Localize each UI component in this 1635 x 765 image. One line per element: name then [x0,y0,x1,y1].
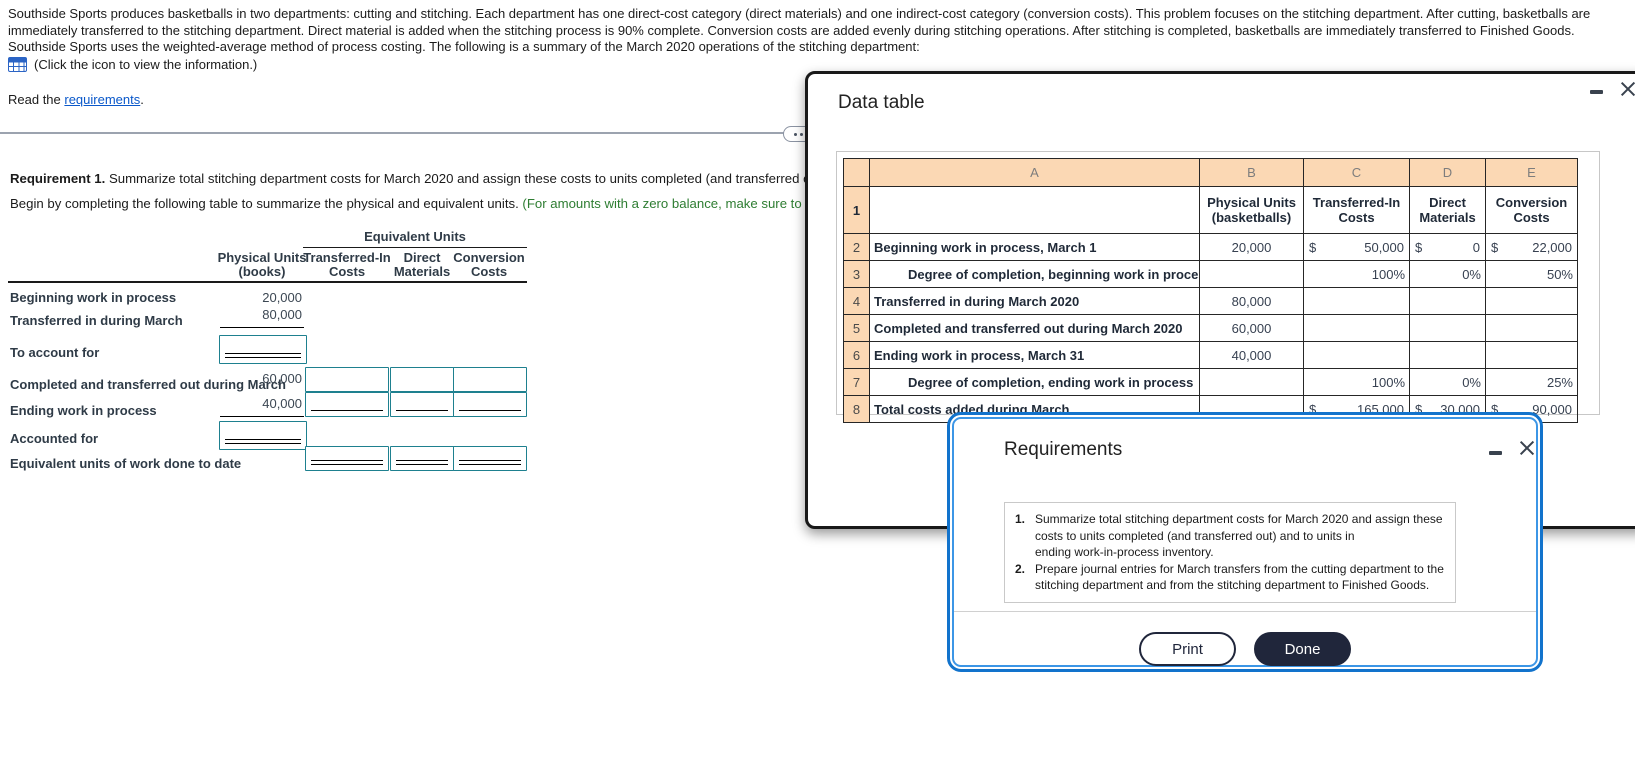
equivalent-direct-materials-input[interactable] [390,446,454,471]
requirements-link[interactable]: requirements [64,92,141,107]
minimize-icon[interactable] [1488,445,1504,461]
row-label-equivalent-units-to-date: Equivalent units of work done to date [10,456,242,471]
completed-conversion-costs-input[interactable] [453,367,527,392]
ending-transferred-in-input[interactable] [305,392,389,417]
window-title: Data table [838,92,925,113]
done-button[interactable]: Done [1254,632,1351,666]
table-row: 6 Ending work in process, March 31 40,00… [843,341,1578,369]
row-label-beginning-wip: Beginning work in process [10,290,177,305]
requirements-window: Requirements 1. Summarize total stitchin… [947,412,1543,672]
read-requirements-row: Read the requirements. [8,92,144,107]
equivalent-transferred-in-input[interactable] [305,446,389,471]
table-row: 2 Beginning work in process, March 1 20,… [843,233,1578,261]
table-row: 5 Completed and transferred out during M… [843,314,1578,342]
subtotal-underline [220,327,304,328]
item-number: 2. [1015,561,1026,576]
row-label-to-account-for: To account for [10,345,100,360]
subtotal-underline [220,416,304,417]
col-header-physical-units: Physical Units (books) [217,250,307,279]
value-completed-physical: 60,000 [262,371,302,386]
col-header-direct-materials: Direct Materials [393,250,451,279]
icon-caption: (Click the icon to view the information.… [34,57,258,72]
completed-direct-materials-input[interactable] [390,367,454,392]
read-prefix: Read the [8,92,65,107]
value-ending-physical: 40,000 [262,396,302,411]
data-table-icon[interactable] [8,57,27,72]
requirement-1-label: Requirement 1. [10,171,106,186]
list-item: 2. Prepare journal entries for March tra… [1015,561,1445,594]
requirements-list: 1. Summarize total stitching department … [1004,502,1456,603]
minimize-icon[interactable] [1589,84,1605,100]
close-icon[interactable] [1619,80,1635,98]
value-beginning-physical: 20,000 [262,290,302,305]
completed-transferred-in-input[interactable] [305,367,389,392]
equivalent-conversion-costs-input[interactable] [453,446,527,471]
accounted-for-physical-input[interactable] [219,421,307,450]
column-letter-row: A B C D E [843,158,1578,187]
requirement-1-body: Summarize total stitching department cos… [105,171,818,186]
table-row: 7 Degree of completion, ending work in p… [843,368,1578,396]
table-row: 3 Degree of completion, beginning work i… [843,260,1578,288]
table-row: 1 Physical Units (basketballs) Transferr… [843,186,1578,234]
item-number: 1. [1015,512,1026,526]
item-text: Prepare journal entries for March transf… [1035,561,1444,593]
col-header-conversion-costs: Conversion Costs [453,250,525,279]
data-table-window: Data table A B C D E 1 Physical Units (b… [805,71,1635,529]
begin-note-green: (For amounts with a zero balance, make s… [522,196,821,211]
read-suffix: . [140,92,144,107]
footer-divider [954,611,1536,612]
begin-text: Begin by completing the following table … [10,196,523,211]
window-title: Requirements [1004,439,1123,460]
table-row: 4 Transferred in during March 2020 80,00… [843,287,1578,315]
close-icon[interactable] [1518,439,1536,457]
list-item: 1. Summarize total stitching department … [1015,511,1445,561]
print-button[interactable]: Print [1139,632,1236,666]
row-label-accounted-for: Accounted for [10,431,99,446]
ending-conversion-costs-input[interactable] [453,392,527,417]
value-transferred-physical: 80,000 [262,307,302,322]
col-header-transferred-in: Transferred-In Costs [303,250,391,279]
row-label-ending-wip: Ending work in process [10,403,157,418]
row-label-completed-transferred-out: Completed and transferred out during Mar… [10,377,286,392]
problem-statement: Southside Sports produces basketballs in… [8,6,1591,54]
item-text: Summarize total stitching department cos… [1035,512,1443,559]
row-label-transferred-in-march: Transferred in during March [10,313,183,328]
data-table: A B C D E 1 Physical Units (basketballs)… [843,158,1578,423]
begin-instruction: Begin by completing the following table … [10,196,820,211]
ending-direct-materials-input[interactable] [390,392,454,417]
to-account-for-physical-input[interactable] [219,335,307,364]
requirement-1-text: Requirement 1. Summarize total stitching… [10,171,818,186]
footer-buttons: Print Done [954,632,1536,666]
content-divider [0,132,830,134]
spreadsheet: A B C D E 1 Physical Units (basketballs)… [836,151,1600,423]
header-rule [8,281,527,283]
equivalent-units-group-header: Equivalent Units [303,229,527,248]
information-icon-row: (Click the icon to view the information.… [8,57,257,72]
